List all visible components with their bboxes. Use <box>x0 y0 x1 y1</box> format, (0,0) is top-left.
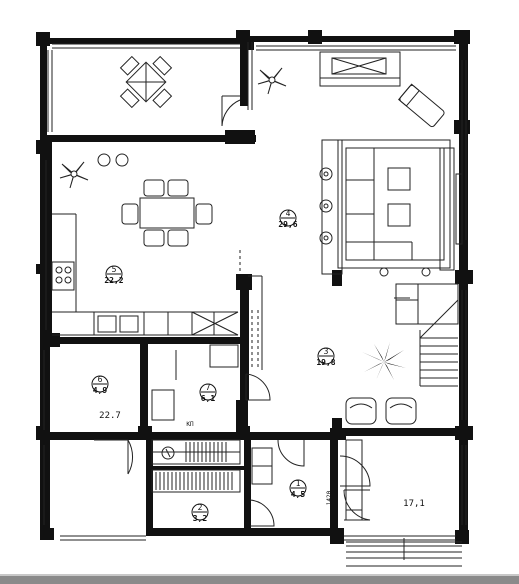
room-2-number: 2 <box>198 503 203 512</box>
room-4-number: 4 <box>286 209 291 218</box>
room-2-area: 3,2 <box>193 514 208 523</box>
room-markers <box>91 209 335 521</box>
furniture <box>55 51 463 490</box>
doors <box>94 95 410 556</box>
room-6-area: 4,9 <box>93 386 108 395</box>
closet-label: КП <box>186 421 194 428</box>
palm-plant-icon <box>362 342 406 380</box>
bottom-bar <box>0 576 519 584</box>
room-3-area: 19,8 <box>316 358 335 367</box>
room-7-number: 7 <box>206 383 211 392</box>
porch-area-label: 17,1 <box>403 499 425 509</box>
dashed-lines <box>239 250 259 370</box>
room-labels: 4 29,6 5 22,2 3 19,8 6 4,9 7 6,1 1 4,5 2… <box>93 209 425 523</box>
room-3-number: 3 <box>324 347 329 356</box>
room-5-number: 5 <box>112 265 117 274</box>
plant-icon <box>59 67 287 189</box>
room-5-area: 22,2 <box>104 276 123 285</box>
door-dimension-label: 1420 <box>326 490 333 505</box>
room-7-area: 6,1 <box>201 394 216 403</box>
terrace-area-label: 22.7 <box>99 411 121 421</box>
room-4-area: 29,6 <box>278 220 297 229</box>
room-6-number: 6 <box>98 375 103 384</box>
room-1-area: 4,5 <box>291 490 306 499</box>
walls <box>36 30 473 544</box>
room-1-number: 1 <box>296 479 301 488</box>
